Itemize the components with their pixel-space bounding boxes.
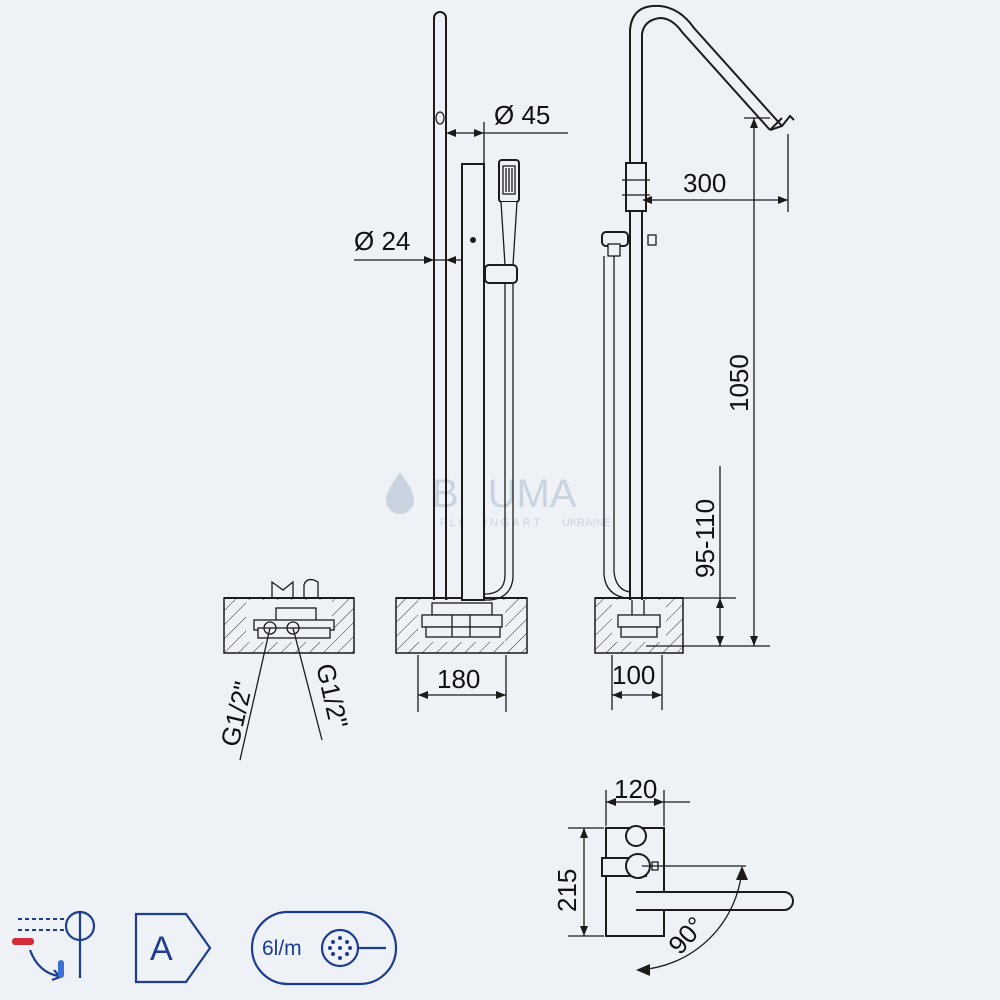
side-view: 300 1050 95-110 100: [594, 4, 795, 710]
spout-reach-label: 300: [683, 168, 726, 198]
mixer-top-view: 90° 120 215: [552, 774, 794, 976]
floor-section-connections: G1/2" G1/2": [215, 578, 355, 761]
pipe-diameter-label: Ø 24: [354, 226, 410, 256]
base-width-side-label: 100: [612, 660, 655, 690]
handle-width-label: 120: [614, 774, 657, 804]
spout-diameter-label: Ø 45: [494, 100, 550, 130]
total-height-label: 1050: [724, 354, 754, 412]
handle-rotation-label: 90°: [662, 911, 711, 960]
watermark: BRUMA FLOWINGART UKRAINE: [386, 472, 611, 529]
floor-depth-label: 95-110: [690, 499, 720, 578]
cold-start-icon: [12, 910, 96, 982]
connection-label-left: G1/2": [215, 679, 259, 750]
flow-rate-label: 6l/m: [262, 937, 302, 960]
energy-class-label: A: [150, 930, 173, 968]
watermark-tagline: FLOWINGART: [440, 517, 543, 529]
handle-height-label: 215: [552, 869, 582, 912]
watermark-region: UKRAINE: [562, 517, 611, 529]
base-width-front-label: 180: [437, 664, 480, 694]
front-view: Ø 45 Ø 24 180: [354, 11, 568, 712]
flow-rate-icon: 6l/m: [250, 910, 398, 986]
energy-class-icon: A: [134, 912, 212, 984]
